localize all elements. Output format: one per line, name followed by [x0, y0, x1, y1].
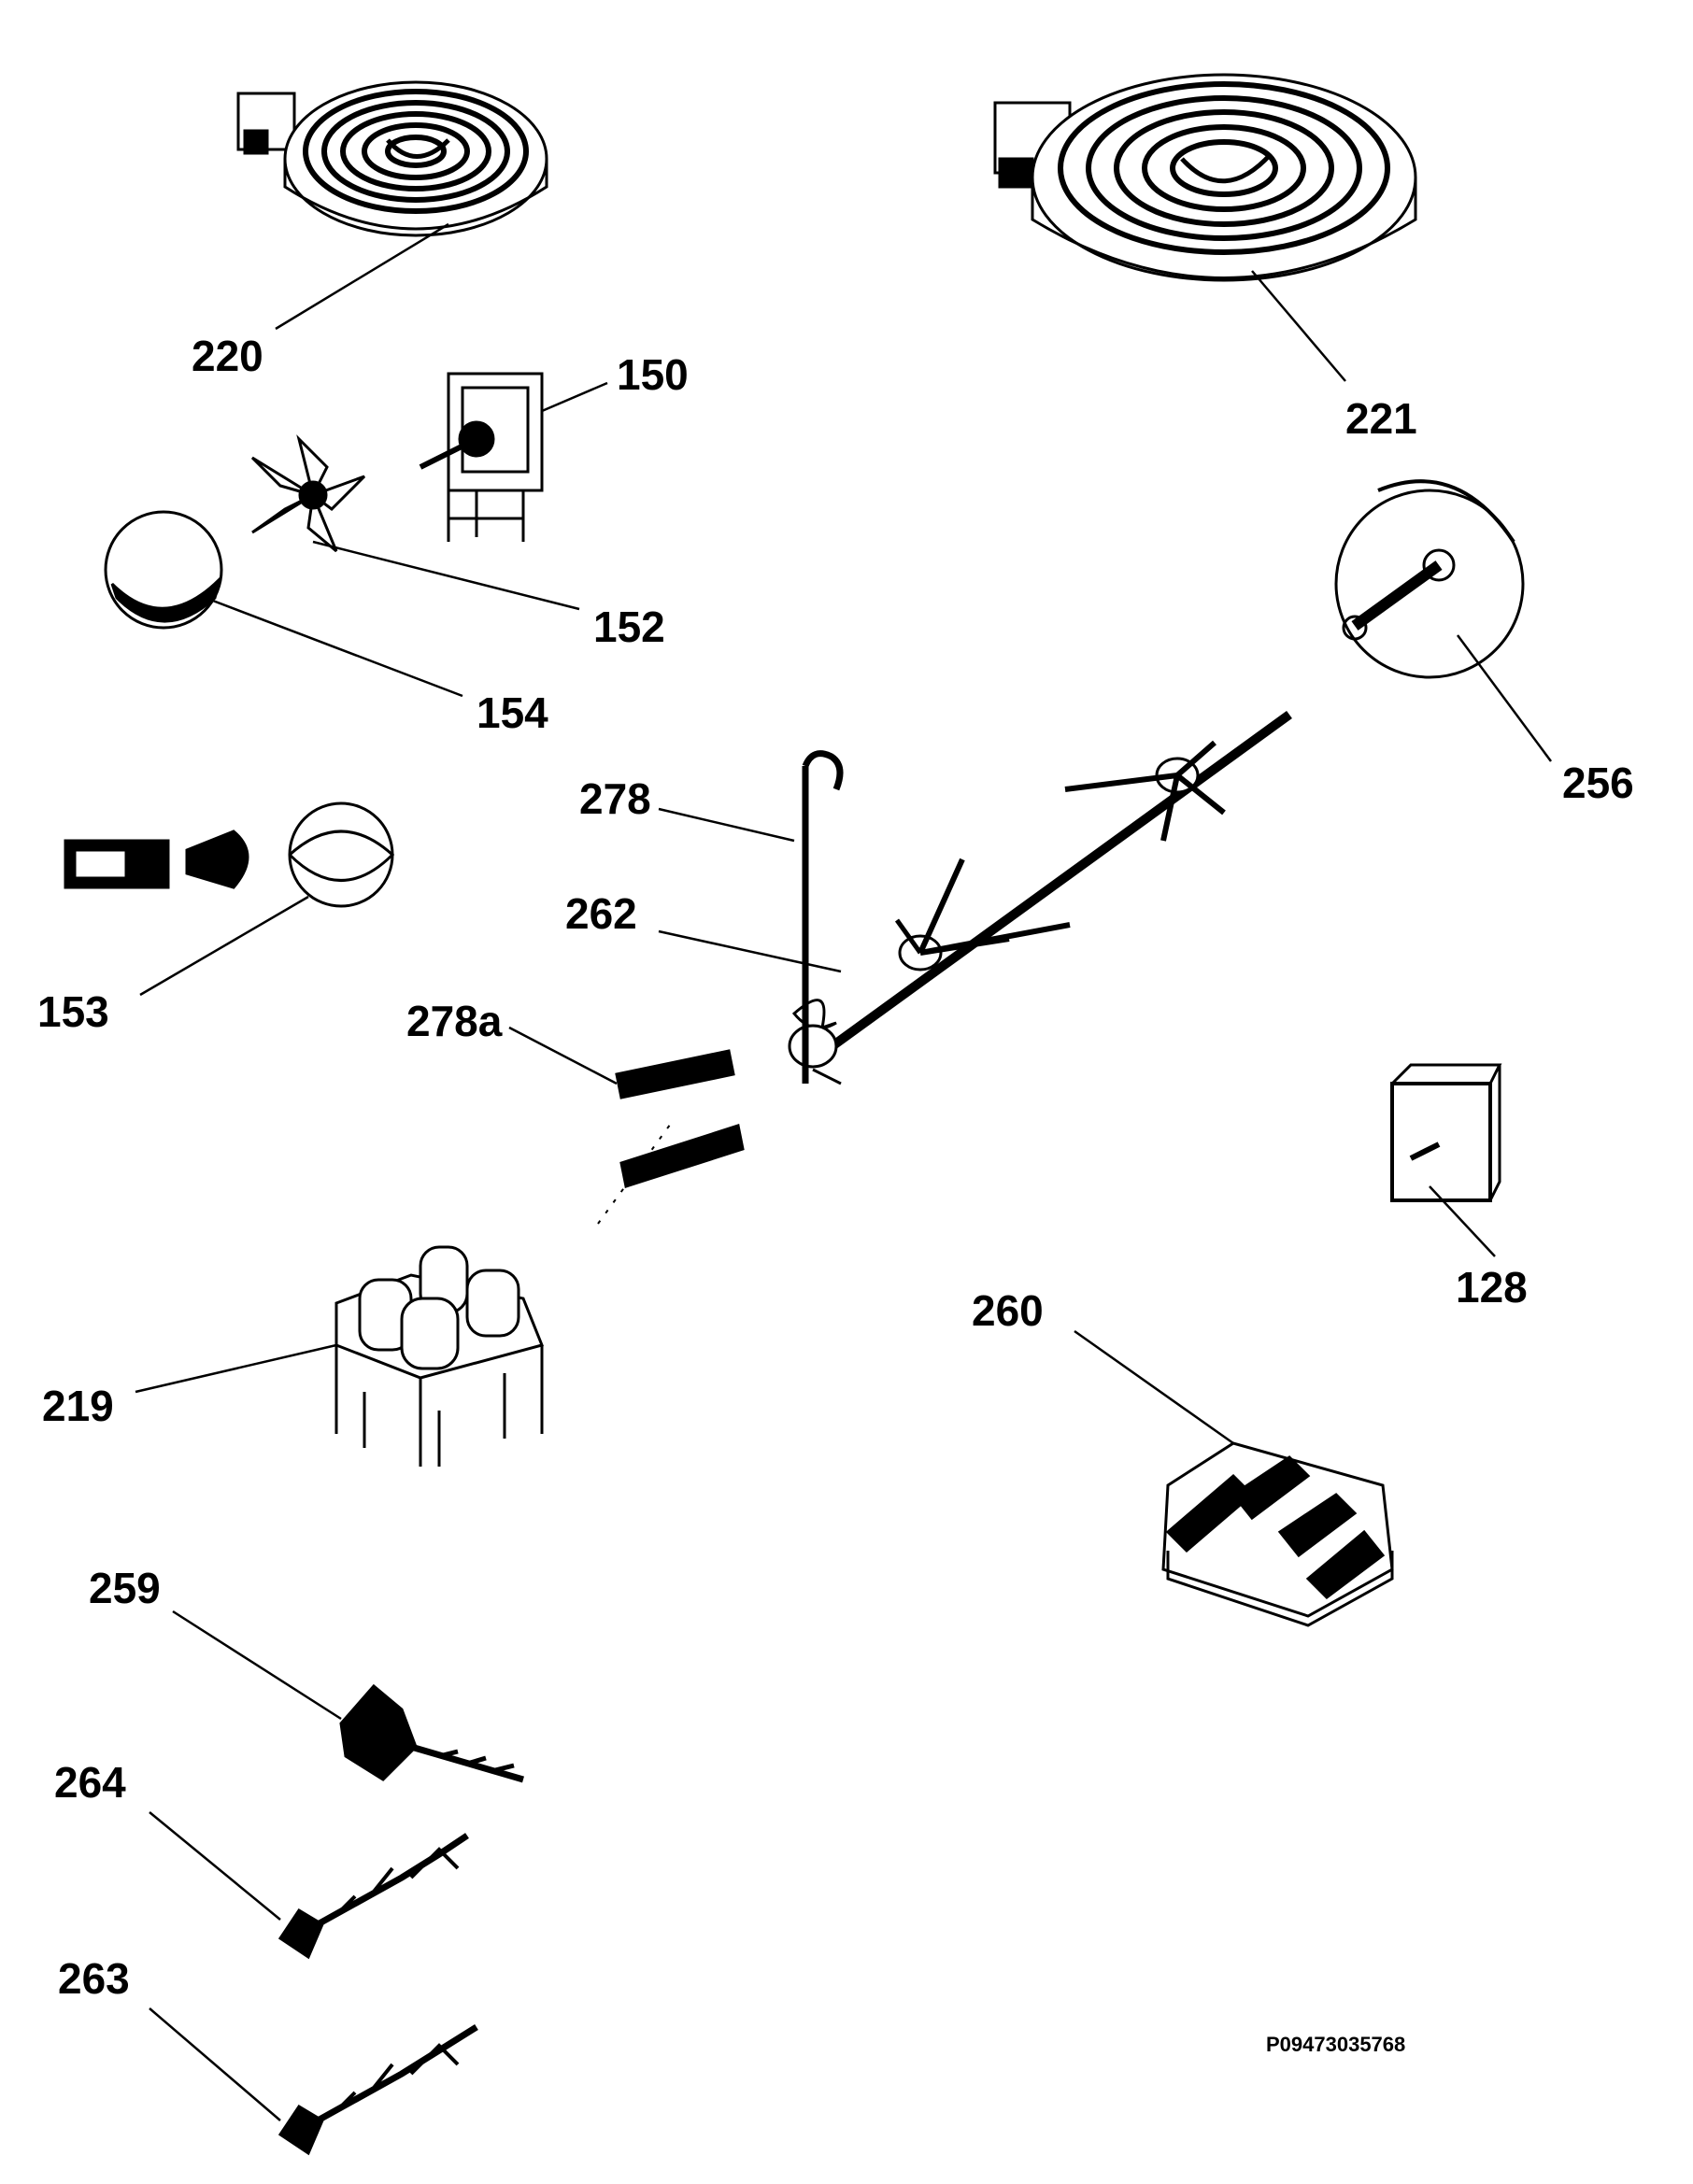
- part-260-selector-switch: [1074, 1329, 1394, 1627]
- label-153: 153: [37, 987, 109, 1036]
- label-278a: 278a: [406, 997, 503, 1045]
- label-278: 278: [579, 774, 651, 823]
- label-260: 260: [972, 1286, 1044, 1335]
- part-278a-spit-holder: [508, 1026, 745, 1225]
- label-256: 256: [1562, 759, 1634, 807]
- part-219-capacitor-block: [135, 1245, 545, 1467]
- part-256-control-dial: [1334, 479, 1553, 762]
- label-262: 262: [565, 889, 637, 938]
- part-264-terminal: [149, 1811, 469, 1960]
- part-153-lamp-holder: [64, 801, 395, 997]
- part-rotisserie-spit: [658, 710, 1292, 1085]
- part-154-lamp-glass: [104, 510, 463, 698]
- label-128: 128: [1456, 1263, 1528, 1312]
- part-221-hotplate-large: [993, 73, 1417, 382]
- part-220-hotplate-small: [236, 80, 548, 331]
- label-154: 154: [477, 688, 548, 737]
- label-263: 263: [58, 1954, 130, 2003]
- label-221: 221: [1345, 394, 1417, 443]
- label-220: 220: [192, 332, 263, 380]
- label-150: 150: [617, 350, 689, 399]
- label-264: 264: [54, 1758, 126, 1807]
- part-259-connector: [172, 1610, 524, 1783]
- part-152-fan-blade: [250, 434, 580, 611]
- part-128-switch: [1390, 1063, 1502, 1257]
- part-263-terminal: [149, 2007, 478, 2156]
- label-259: 259: [89, 1564, 161, 1612]
- label-152: 152: [593, 603, 665, 651]
- label-219: 219: [42, 1382, 114, 1430]
- drawing-reference-code: P09473035768: [1266, 2033, 1406, 2056]
- part-150-fan-motor: [419, 372, 608, 542]
